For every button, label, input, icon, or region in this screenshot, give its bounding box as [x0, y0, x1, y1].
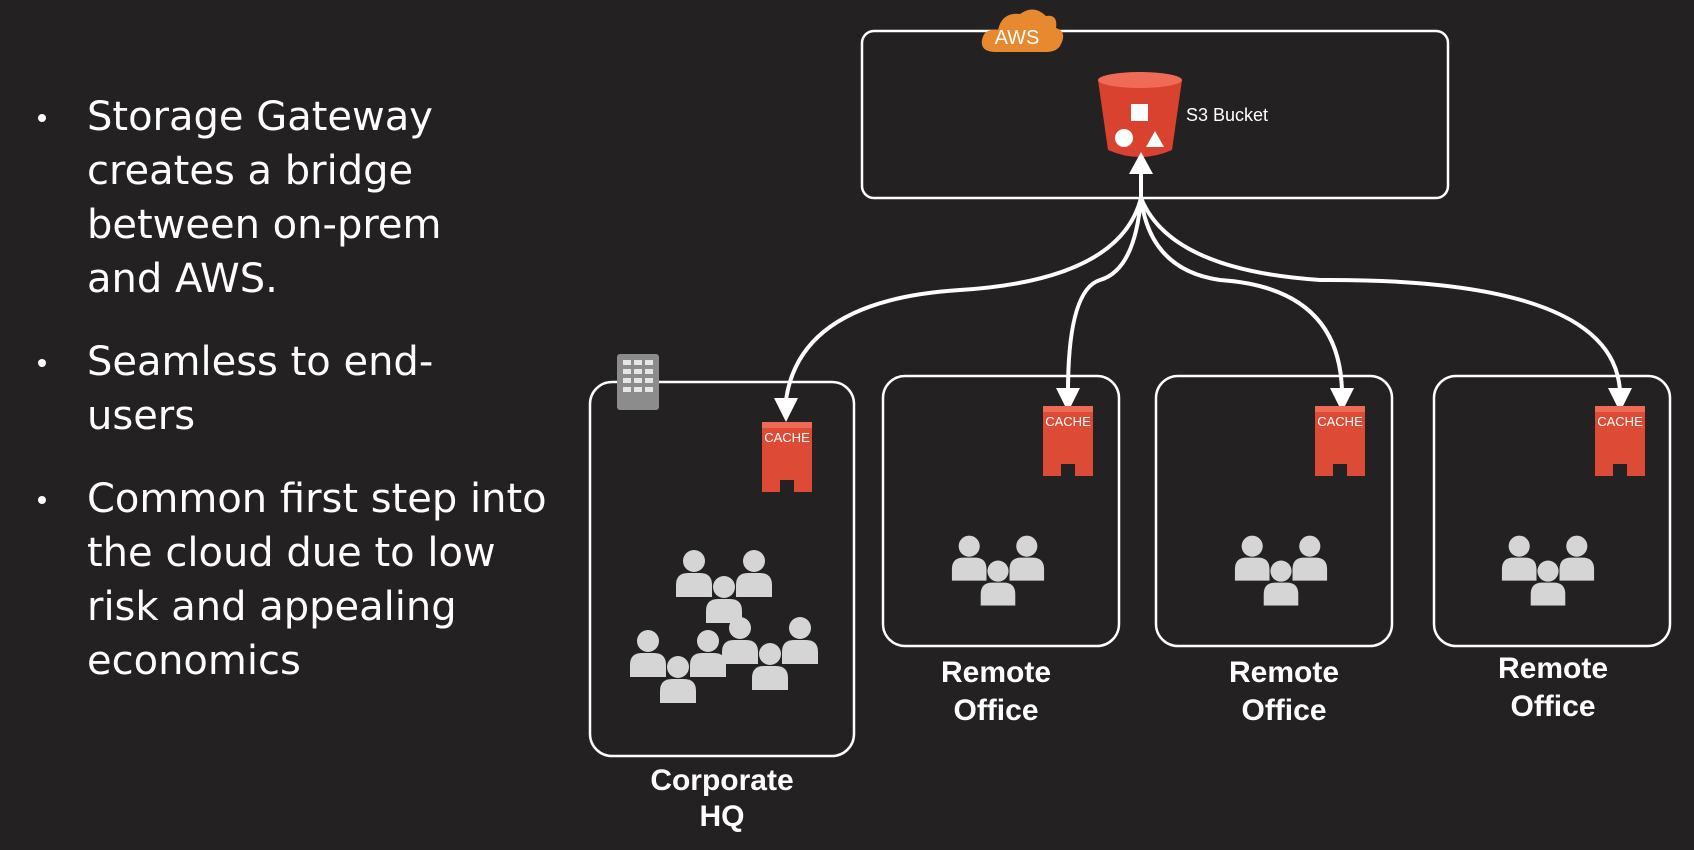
- remote-office-label-line2: Office: [1241, 694, 1326, 727]
- users-icon: [1235, 536, 1327, 606]
- users-icon: [630, 550, 818, 703]
- corporate-hq-label-line2: HQ: [700, 800, 745, 833]
- bullet-list: Storage Gateway creates a bridge between…: [38, 90, 558, 717]
- bullet-dot: [38, 359, 46, 367]
- arrowhead-office-1: [1056, 388, 1080, 412]
- remote-office-label-line1: Remote: [1498, 652, 1608, 685]
- bullet-dot: [38, 114, 46, 122]
- corporate-hq-box: [588, 380, 856, 758]
- s3-bucket-icon: [1098, 72, 1182, 157]
- remote-office-box: [881, 374, 1121, 648]
- remote-office-label-line2: Office: [953, 694, 1038, 727]
- bullet-text: Common first step into the cloud due to …: [87, 476, 547, 684]
- bullet-dot: [38, 496, 46, 504]
- aws-region-box: [860, 29, 1450, 200]
- bullet-text: Seamless to end-users: [87, 339, 434, 439]
- remote-office-label-line1: Remote: [1229, 656, 1339, 689]
- building-icon: [617, 354, 659, 410]
- users-icon: [1502, 536, 1594, 606]
- remote-office-box: [1432, 374, 1672, 648]
- arrowhead-up: [1129, 152, 1153, 174]
- bullet-item: Seamless to end-users: [38, 335, 558, 443]
- arrowhead-office-3: [1608, 388, 1632, 412]
- cache-label: CACHE: [1045, 414, 1091, 429]
- aws-label: AWS: [995, 27, 1040, 49]
- arrowhead-hq: [774, 398, 798, 422]
- remote-office-label-line2: Office: [1510, 690, 1595, 723]
- aws-cloud-icon: [981, 9, 1064, 53]
- cache-label: CACHE: [764, 430, 810, 445]
- cache-label: CACHE: [1597, 414, 1643, 429]
- bullet-item: Storage Gateway creates a bridge between…: [38, 90, 558, 306]
- bullet-text: Storage Gateway creates a bridge between…: [87, 94, 442, 302]
- users-icon: [952, 536, 1044, 606]
- remote-office-label-line1: Remote: [941, 656, 1051, 689]
- arrows: [784, 158, 1622, 402]
- s3-bucket-label: S3 Bucket: [1186, 105, 1268, 125]
- bullet-item: Common first step into the cloud due to …: [38, 472, 558, 688]
- cache-label: CACHE: [1317, 414, 1363, 429]
- corporate-hq-label-line1: Corporate: [650, 764, 793, 797]
- arrowhead-office-2: [1330, 388, 1354, 412]
- remote-office-box: [1154, 374, 1394, 648]
